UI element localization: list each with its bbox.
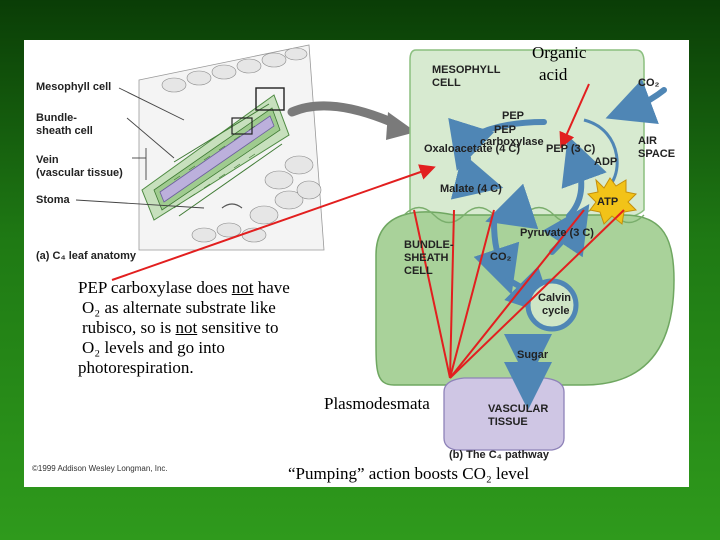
malate-label: Malate (4 C) [440, 183, 502, 195]
air-space-label-1: AIR [638, 135, 657, 147]
atp-burst [586, 177, 638, 225]
mesophyll-cell-label: Mesophyll cell [36, 81, 112, 93]
caption-leaf-anatomy: (a) C₄ leaf anatomy [36, 250, 136, 262]
bundle-sheath-heading-3: CELL [404, 265, 433, 277]
slide-panel: Mesophyll cell Bundle- sheath cell Vein … [24, 40, 689, 487]
mesophyll-cell-heading-2: CELL [432, 77, 461, 89]
bundle-sheath-heading-2: SHEATH [404, 252, 449, 264]
stoma-label: Stoma [36, 194, 70, 206]
atp-label: ATP [597, 196, 619, 208]
bundle-sheath-label-2: sheath cell [36, 125, 93, 137]
pep-note-line-5: photorespiration. [78, 358, 194, 377]
copyright-notice: ©1999 Addison Wesley Longman, Inc. [32, 464, 168, 473]
oxaloacetate-label: Oxaloacetate (4 C) [424, 143, 520, 155]
sugar-label: Sugar [517, 349, 549, 361]
vein-label-1: Vein [36, 154, 59, 166]
co2-bottom-label: CO₂ [490, 251, 512, 263]
calvin-cycle-label-2: cycle [542, 305, 570, 317]
organic-acid-label-2: acid [539, 65, 568, 84]
pep-note-line-3a: rubisco, so is [82, 318, 176, 337]
red-pointer-lines [111, 83, 625, 379]
pep-note-line-2: O₂ as alternate substrate like [82, 298, 276, 317]
plasmodesmata-label: Plasmodesmata [324, 394, 430, 413]
pumping-action-caption: “Pumping” action boosts CO₂ level [288, 464, 530, 483]
caption-c4-pathway: (b) The C₄ pathway [449, 449, 549, 461]
pep-carboxylase-label-2: carboxylase [480, 136, 544, 148]
pep-note-line-3b: sensitive to [197, 318, 279, 337]
leaf-anatomy-drawing [138, 44, 416, 251]
calvin-cycle-label-1: Calvin [538, 292, 572, 304]
adp-label: ADP [594, 156, 618, 168]
pep-carboxylase-note: PEP carboxylase does not have O₂ as alte… [78, 278, 338, 378]
anatomy-label-lines [75, 87, 205, 209]
pep-label: PEP [502, 110, 525, 122]
air-space-label-2: SPACE [638, 148, 676, 160]
pep-3c-label: PEP (3 C) [546, 143, 596, 155]
vein-label-2: (vascular tissue) [36, 167, 123, 179]
calvin-cycle-shape [525, 278, 579, 332]
pyruvate-label: Pyruvate (3 C) [520, 227, 594, 239]
organic-acid-label-1: Organic [532, 43, 587, 62]
vascular-tissue-label-2: TISSUE [488, 416, 528, 428]
vascular-tissue-label-1: VASCULAR [488, 403, 549, 415]
pep-carboxylase-label-1: PEP [494, 124, 517, 136]
bundle-sheath-label-1: Bundle- [36, 112, 77, 124]
co2-top-label: CO₂ [638, 77, 660, 89]
pep-note-not-1: not [231, 278, 254, 297]
mesophyll-cell-heading-1: MESOPHYLL [432, 64, 501, 76]
bundle-sheath-heading-1: BUNDLE- [404, 239, 454, 251]
c4-pathway-diagram [75, 44, 675, 451]
pep-note-line-4: O₂ levels and go into [82, 338, 225, 357]
pep-note-not-2: not [175, 318, 198, 337]
pep-note-line-1b: have [253, 278, 290, 297]
pep-note-line-1a: PEP carboxylase does [78, 278, 232, 297]
